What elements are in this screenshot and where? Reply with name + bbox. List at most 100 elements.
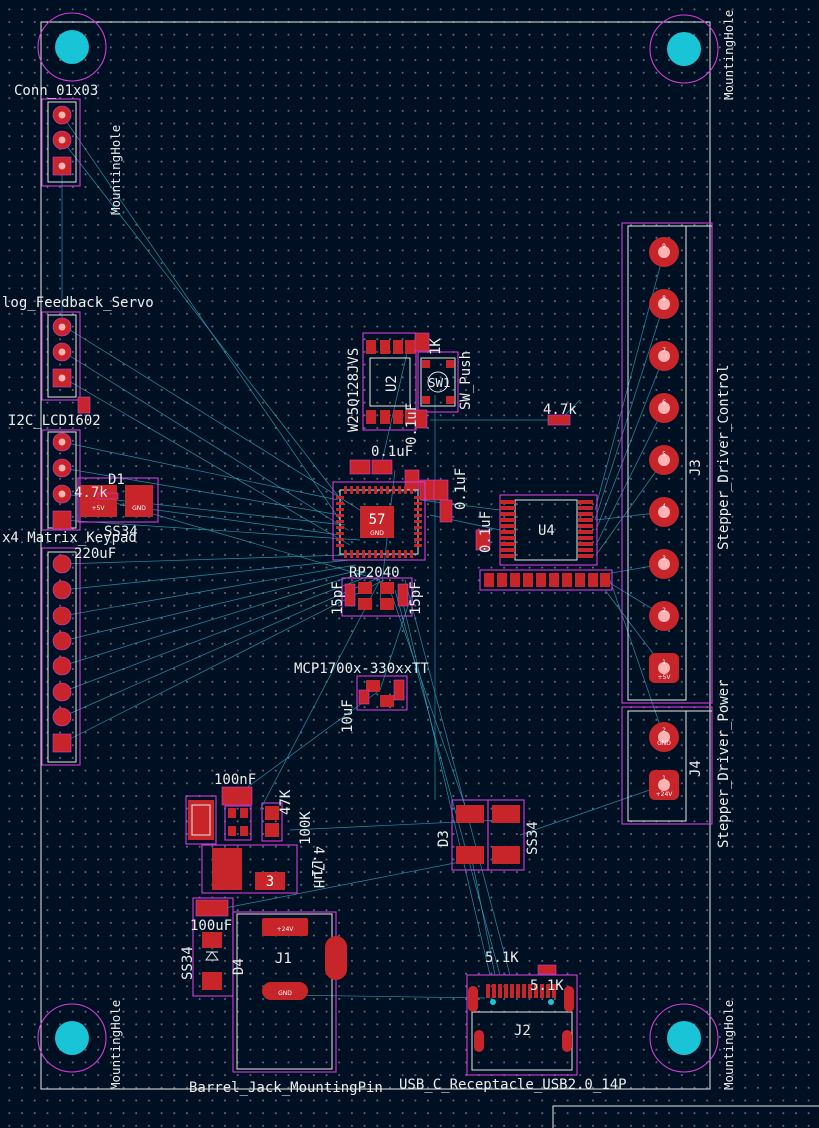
label-rp2040: RP2040 (349, 565, 400, 581)
label-ss34-bottom: SS34 (180, 946, 196, 980)
label-4-7k-left: 4.7k (74, 485, 108, 501)
label-l1: L1 (308, 860, 324, 877)
label-analog-feedback-servo: log_Feedback_Servo (2, 295, 154, 311)
j3-pin-1-number: 1 (662, 659, 666, 666)
j3-pin-9-drill (658, 246, 670, 258)
rp2040-epad-gnd: GND (370, 530, 384, 537)
label-15pf-a: 15pF (330, 581, 346, 615)
board-outline (40, 21, 711, 1090)
label-u4: U4 (538, 523, 555, 539)
j3-pin-1-5v: +5V (658, 674, 672, 681)
footprint-j4-stepper-power[interactable]: 2 GND 1 +24V (621, 706, 713, 825)
label-j3: J3 (688, 459, 704, 476)
silkscreen-labels: Conn_01x03 MountingHole MountingHole Mou… (2, 10, 736, 1096)
footprint-matrix-keypad[interactable] (41, 547, 81, 766)
label-100k: 100K (298, 811, 314, 845)
label-matrix-keypad: x4 Matrix_Keypad (2, 530, 137, 546)
j3-pin-9-number: 9 (662, 243, 666, 250)
label-4-7uh: 4.7uH (310, 846, 326, 888)
label-ss34-right: SS34 (525, 821, 541, 855)
footprint-u2-w25q128jvs[interactable] (362, 332, 417, 431)
label-100nf: 100nF (214, 772, 256, 788)
label-10uf: 10uF (340, 699, 356, 733)
rp2040-epad-number: 57 (369, 512, 386, 528)
footprint-d4-cap[interactable] (192, 897, 234, 997)
j3-pin-2-number: 2 (662, 607, 666, 614)
footprint-crystal[interactable] (341, 577, 413, 617)
label-d3: D3 (436, 830, 452, 847)
label-mcp1700: MCP1700x-330xxTT (294, 661, 429, 677)
label-mountinghole-bottom-right: MountingHole (721, 1000, 736, 1090)
j3-pin-7-number: 7 (662, 347, 666, 354)
label-4-7k-right: 4.7k (543, 402, 577, 418)
footprint-analog-feedback-servo[interactable] (41, 311, 81, 401)
j3-pin-8-drill (658, 298, 670, 310)
label-barrel-jack: Barrel_Jack_MountingPin (189, 1080, 383, 1096)
label-stepper-power: Stepper_Driver_Power (716, 679, 732, 848)
label-0-1uf-b: 0.1uF (404, 403, 420, 445)
footprint-d1-cluster[interactable]: +5V GND (77, 396, 159, 523)
label-mountinghole-bottom-left: MountingHole (108, 1000, 123, 1090)
j4-pin2-gnd: GND (657, 740, 671, 747)
footprint-sw1[interactable] (417, 351, 459, 413)
j3-pin-4-number: 4 (662, 503, 666, 510)
label-usb-c: USB_C_Receptacle_USB2.0_14P (399, 1077, 627, 1093)
j4-pin2-number: 2 (662, 727, 666, 734)
footprint-passive-cluster-upper[interactable] (349, 332, 571, 551)
footprint-conn-01x03[interactable] (41, 98, 81, 187)
footprint-u3-rp2040[interactable]: 57 GND (332, 481, 426, 561)
label-mountinghole-top-left: MountingHole (108, 125, 123, 215)
footprint-j1-barrel-jack[interactable]: +24V GND (232, 911, 347, 1073)
label-j4: J4 (688, 760, 704, 777)
j3-pin-4-drill (658, 506, 670, 518)
mounting-hole-top-right (649, 14, 719, 84)
label-sw1: SW1 (428, 375, 451, 390)
label-47k-bottom: 47K (278, 789, 294, 815)
footprint-u5-mcp1700[interactable] (356, 675, 408, 711)
footprint-j2-usb-c[interactable] (466, 964, 578, 1076)
j1-pad-24v-label: +24V (277, 926, 295, 933)
label-0-1uf-c: 0.1uF (453, 468, 469, 510)
j4-pin1-number: 1 (662, 775, 666, 782)
j3-pin-3-number: 3 (662, 555, 666, 562)
label-d1: D1 (108, 472, 125, 488)
label-0-1uf-d: 0.1uF (478, 511, 494, 553)
label-d4: D4 (231, 958, 247, 975)
label-0-1uf-a: 0.1uF (371, 444, 413, 460)
mounting-hole-bottom-right (649, 1003, 719, 1073)
label-15pf-b: 15pF (408, 581, 424, 615)
mounting-hole-bottom-left (37, 1003, 107, 1073)
j3-pin-1-drill (658, 662, 670, 674)
label-mountinghole-top-right: MountingHole (721, 10, 736, 100)
l1-pad-number: 3 (266, 874, 274, 890)
label-ss34-left: SS34 (104, 524, 138, 540)
label-j1: J1 (275, 951, 292, 967)
label-220uf: 220uF (74, 546, 116, 562)
label-100uf: 100uF (190, 918, 232, 934)
j1-pad-gnd-label: GND (278, 990, 292, 997)
j3-pin-8-number: 8 (662, 295, 666, 302)
label-i2c-lcd1602: I2C_LCD1602 (8, 413, 101, 429)
j3-pin-5-drill (658, 454, 670, 466)
j3-pin-5-number: 5 (662, 451, 666, 458)
footprint-buck-converter[interactable]: 3 (185, 786, 298, 894)
d1-pad-gnd-label: GND (132, 505, 146, 512)
j3-pin-6-drill (658, 402, 670, 414)
j3-pin-7-drill (658, 350, 670, 362)
label-w25q128jvs: W25Q128JVS (346, 348, 362, 432)
ratsnest-group (61, 114, 665, 999)
label-conn-01x03: Conn_01x03 (14, 83, 98, 99)
footprint-d2-d3[interactable] (451, 799, 525, 871)
label-j2: J2 (514, 1023, 531, 1039)
title-block-corner (552, 1105, 819, 1128)
footprint-u4[interactable] (479, 494, 613, 591)
footprint-i2c-lcd1602[interactable] (41, 429, 81, 531)
j3-pin-3-drill (658, 558, 670, 570)
j4-pin1-24v: +24V (656, 791, 674, 798)
label-u2: U2 (384, 375, 400, 392)
j3-pin-2-drill (658, 610, 670, 622)
label-5-1k-b: 5.1K (530, 978, 564, 994)
label-5-1k-a: 5.1K (485, 950, 519, 966)
